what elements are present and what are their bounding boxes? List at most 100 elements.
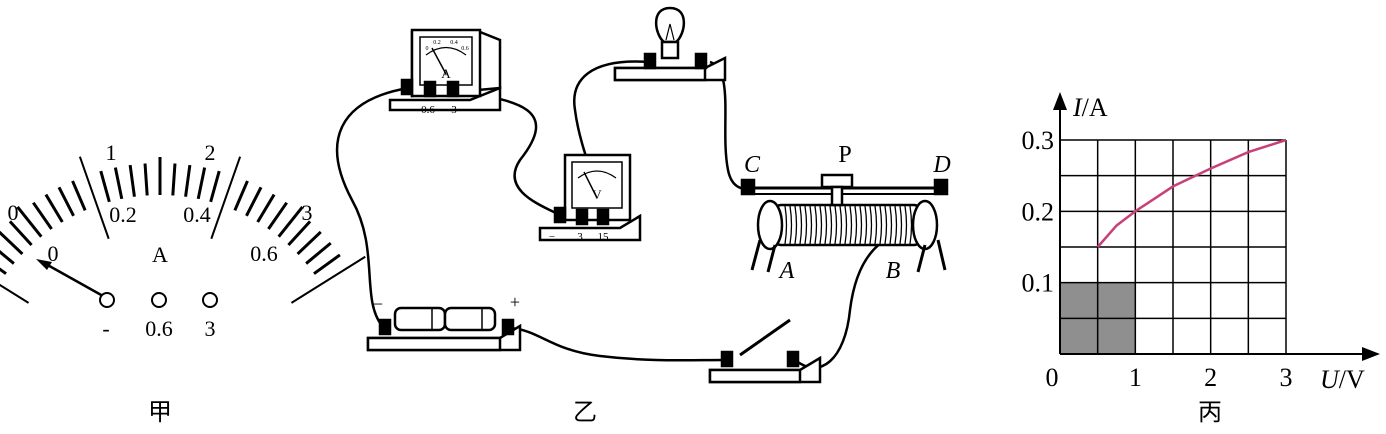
chart-y-var: I [1072,93,1083,122]
dial-tick-24 [267,201,288,230]
chart-x-var: U [1320,365,1341,394]
battery-minus-label: − [373,294,383,314]
terminal-label-0.6: 0.6 [145,316,173,341]
coil-turn [904,205,908,245]
coil-turn [889,205,893,245]
caption-bing: 丙 [1198,400,1222,426]
voltmeter-letter: V [592,187,602,202]
caption-yi: 乙 [573,400,597,426]
coil-turn [829,205,833,245]
chart-x-axis-label: U/V [1320,365,1365,394]
shaded-cell [1097,318,1136,354]
coil-turn [834,205,838,245]
dial-lower-label-1: 0.2 [109,202,137,227]
dial-needle-tip [36,259,52,270]
x-tick-label-3: 3 [1280,363,1293,392]
dial-tick-1 [0,267,7,275]
coil-turn [899,205,903,245]
coil-turn [894,205,898,245]
dial-tick-2 [0,250,15,265]
coil-turn [849,205,853,245]
coil-turn [839,205,843,245]
coil-turn [879,205,883,245]
ammeter-terminal-minus: − [401,104,407,116]
wire-switch-to-rheostat-B [794,233,896,369]
y-tick-label-0.3: 0.3 [1022,126,1055,155]
dial-tick-9 [71,180,87,211]
y-tick-label-0.2: 0.2 [1022,197,1055,226]
voltmeter-terminal-minus: − [549,231,555,243]
wire-battery-to-switch [509,326,726,362]
ammeter-letter: A [441,66,451,81]
ammeter-scale-1: 0.2 [433,40,441,46]
dial-needle [43,261,104,298]
dial-tick-17 [184,164,192,197]
dial-tick-16 [171,163,177,196]
coil-turn [819,205,823,245]
coil-turn [869,205,873,245]
dial-tick-21 [233,180,249,211]
dial-tick-19 [209,170,221,203]
terminal-3-icon [202,292,218,308]
dial-tick-29 [313,253,341,275]
voltmeter-instrument [538,153,642,242]
y-tick-label-0.1: 0.1 [1022,269,1055,298]
ammeter-dial-panel: 0 1 2 3 0 0.2 0.4 0.6 A - 0.6 3 甲 [0,140,366,426]
dial-tick-11 [99,170,111,203]
dial-upper-label-0: 0 [8,200,19,225]
dial-tick-4 [8,220,33,247]
dial-tick-25 [277,206,304,238]
ammeter-instrument [388,28,502,112]
dial-tick-5 [16,206,43,238]
caption-jia: 甲 [148,400,172,426]
coil-turn [794,205,798,245]
wire-ammeter-to-voltmeter [457,90,561,217]
ammeter-scale-2: 0.4 [450,40,458,46]
terminal-label-minus: - [102,316,109,341]
dial-unit-label: A [152,242,168,267]
switch-icon [708,318,822,384]
chart-x-arrow [1362,347,1380,361]
dial-tick-22 [245,186,263,217]
dial-lower-label-3: 0.6 [250,241,278,266]
x-tick-label-0: 0 [1046,363,1059,392]
rheostat-label-D: D [932,152,950,178]
x-tick-label-1: 1 [1129,363,1142,392]
shaded-cell [1097,282,1136,319]
coil-turn [884,205,888,245]
chart-x-unit: /V [1339,365,1365,394]
coil-turn [784,205,788,245]
dial-upper-label-2: 2 [205,140,216,165]
dial-tick-27 [296,230,322,256]
lamp-icon [613,6,727,82]
terminal-minus-icon [99,292,115,308]
chart-shaded-cells [1060,282,1136,354]
coil-turn [789,205,793,245]
dial-tick-7 [44,193,64,223]
ammeter-scale-3: 0.6 [461,46,469,52]
dial-tick-3 [0,230,24,256]
dial-tick-20 [210,156,242,240]
terminal-0.6-icon [151,292,167,308]
rheostat-coil [784,205,913,245]
voltmeter-terminal-3: 3 [577,231,583,243]
dial-tick-6 [32,201,53,230]
dial-tick-18 [196,167,207,200]
dial-lower-label-0: 0 [48,241,59,266]
coil-turn [804,205,808,245]
chart-y-arrow [1053,92,1067,110]
dial-tick-marks [0,156,366,304]
chart-series-curve [1096,138,1287,248]
dial-tick-10 [78,156,110,240]
dial-tick-13 [128,164,136,197]
battery-plus-label: + [510,292,520,312]
dial-upper-label-1: 1 [106,140,117,165]
chart-y-unit: /A [1082,93,1108,122]
rheostat-label-B: B [886,258,901,284]
dial-upper-label-3: 3 [302,200,313,225]
dial-tick-28 [305,241,332,265]
voltmeter-terminal-15: 15 [598,231,610,243]
